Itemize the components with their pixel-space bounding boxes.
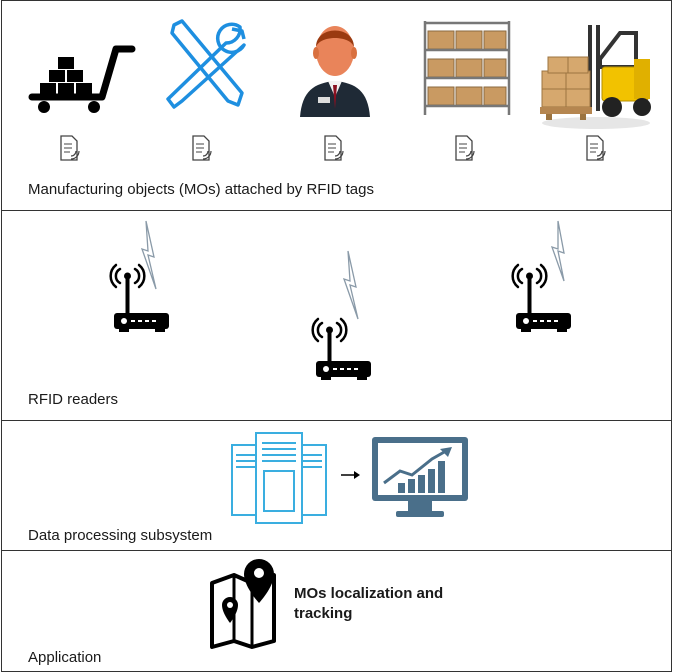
arrow-right-icon bbox=[341, 471, 360, 479]
rfid-tag-icon bbox=[60, 135, 80, 161]
rfid-reader-icon bbox=[109, 220, 169, 332]
rfid-tag-icon bbox=[455, 135, 475, 161]
layer-label: RFID readers bbox=[28, 391, 119, 408]
rfid-tag-icon bbox=[586, 135, 606, 161]
application-layer: MOs localization and tracking Applicatio… bbox=[1, 550, 672, 672]
layer-label: Application bbox=[28, 649, 102, 666]
layer-label: Data processing subsystem bbox=[28, 527, 213, 544]
application-title: MOs localization and bbox=[294, 585, 444, 602]
rfid-tag-icon bbox=[192, 135, 212, 161]
tools-icon bbox=[166, 19, 246, 109]
layer-label: Manufacturing objects (MOs) attached by … bbox=[28, 181, 374, 198]
application-title-line2: tracking bbox=[294, 605, 353, 622]
manufacturing-objects-layer: Manufacturing objects (MOs) attached by … bbox=[1, 0, 672, 211]
forklift-icon bbox=[540, 25, 651, 129]
server-icon bbox=[231, 432, 327, 524]
map-pin-icon bbox=[210, 559, 276, 649]
rfid-reader-icon bbox=[311, 250, 371, 380]
rfid-tag-icon bbox=[324, 135, 344, 161]
hand-truck-icon bbox=[28, 45, 136, 113]
data-processing-layer: Data processing subsystem bbox=[1, 420, 672, 551]
rfid-readers-layer: RFID readers bbox=[1, 210, 672, 421]
worker-icon bbox=[300, 26, 370, 117]
warehouse-shelf-icon bbox=[423, 21, 511, 115]
monitor-chart-icon bbox=[372, 437, 468, 517]
rfid-reader-icon bbox=[511, 220, 571, 332]
